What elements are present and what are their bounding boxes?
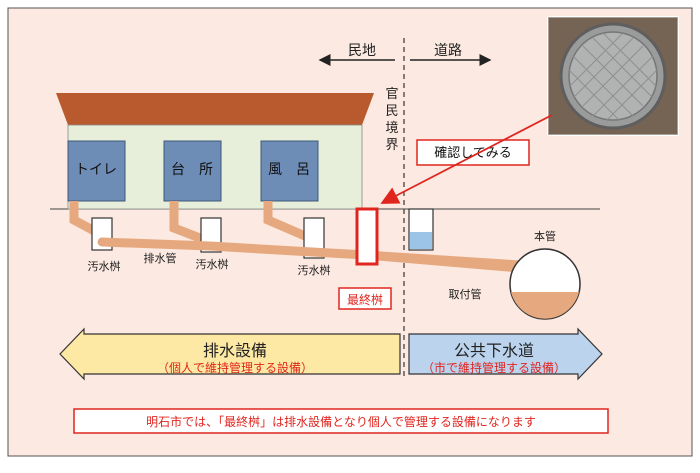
connection-pipe-label: 取付管 <box>449 287 482 301</box>
drain-pipe-label: 排水管 <box>144 251 177 265</box>
drainage-subtitle: （個人で維持管理する設備） <box>157 360 313 375</box>
note-box <box>73 408 609 434</box>
boundary-label-4: 界 <box>385 138 398 153</box>
septic-basin-label-2: 汚水桝 <box>196 257 229 271</box>
drainage-arrow <box>59 327 401 381</box>
private-land-label: 民地 <box>348 43 376 59</box>
boundary-label-3: 境 <box>385 121 398 136</box>
confirm-callout-label: 確認してみる <box>434 145 512 161</box>
confirm-callout-box <box>416 139 530 166</box>
sewer-arrow <box>408 327 603 381</box>
confirm-arrow <box>380 114 553 204</box>
final-basin <box>355 207 379 266</box>
room-kitchen-label: 台 所 <box>171 162 213 178</box>
kitchen-drop-pipe <box>169 201 207 245</box>
main-pipe-water <box>511 292 579 319</box>
room-bath-label: 風 呂 <box>268 162 310 178</box>
bath-drop-pipe <box>263 201 307 241</box>
room-bath <box>260 140 319 202</box>
septic-basin-label-3: 汚水桝 <box>298 263 331 277</box>
toilet-drop-pipe <box>69 201 103 238</box>
manhole-photo <box>547 16 679 136</box>
room-kitchen <box>163 140 222 202</box>
septic-basin-label-1: 汚水桝 <box>88 259 121 273</box>
connection-pipe <box>365 250 521 273</box>
main-pipe-label: 本管 <box>534 229 556 243</box>
final-basin-label-box <box>338 287 392 310</box>
sewer-subtitle: （市で維持管理する設備） <box>422 360 566 375</box>
final-basin-label: 最終桝 <box>347 292 383 307</box>
note-text: 明石市では、「最終桝」は排水設備となり個人で管理する設備になります <box>146 414 536 429</box>
road-basin-water <box>410 232 432 249</box>
room-toilet <box>67 140 126 202</box>
boundary-label-2: 民 <box>385 104 398 119</box>
house-roof <box>56 93 374 125</box>
drainage-title: 排水設備 <box>203 341 267 360</box>
sewer-title: 公共下水道 <box>454 341 534 360</box>
boundary-label-1: 官 <box>385 86 398 102</box>
road-label: 道路 <box>434 43 462 59</box>
room-toilet-label: トイレ <box>75 162 117 178</box>
